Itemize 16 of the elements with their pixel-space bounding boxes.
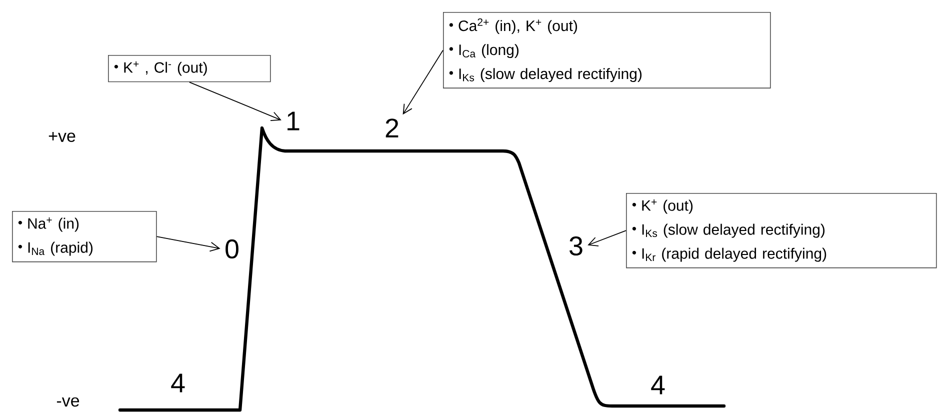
axis-label: -ve xyxy=(56,397,80,407)
phase-number: 4 xyxy=(171,374,185,392)
phase-number: 4 xyxy=(651,376,665,394)
phase-number: 1 xyxy=(288,112,300,130)
arrow xyxy=(188,82,282,122)
arrow xyxy=(156,236,220,252)
phase-number: 3 xyxy=(570,236,582,256)
callout-box: K$^{+}$ , Cl$^{-}$ (out) xyxy=(108,55,271,82)
phase-number: 2 xyxy=(386,118,398,138)
axis-label: +ve xyxy=(48,132,76,142)
phase-number: 0 xyxy=(226,239,238,259)
arrow xyxy=(588,230,626,246)
arrow xyxy=(402,50,444,115)
callout-box: K$^{+}$ (out) I$_{Ks}$ (slow delayed rectifying) I$_{Kr}$ (rapid delayed rectifying) xyxy=(626,193,937,268)
callout-box: Na$^{+}$ (in) I$_{Na}$ (rapid) xyxy=(12,211,157,262)
callout-box: Ca$^{2+}$ (in), K$^{+}$ (out) I$_{Ca}$ (long) I$_{Ks}$ (slow delayed rectifying) xyxy=(443,12,771,88)
